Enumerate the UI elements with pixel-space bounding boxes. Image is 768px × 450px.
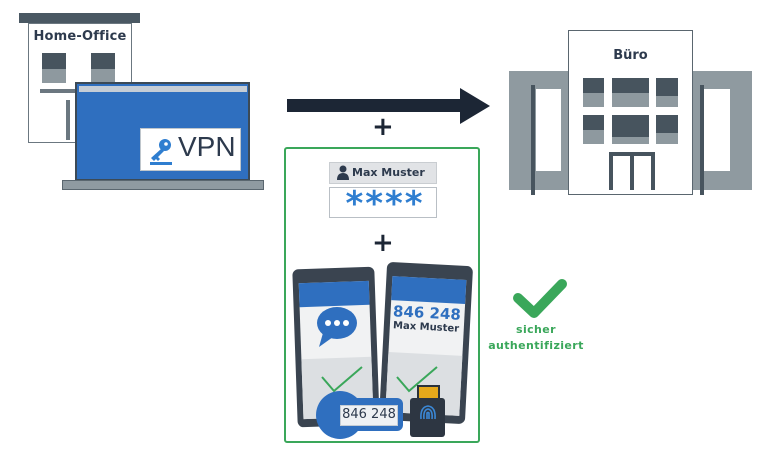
checkmark-icon	[513, 279, 567, 318]
home-office-door	[66, 100, 70, 140]
fingerprint-icon	[420, 405, 436, 420]
laptop-base	[62, 180, 264, 190]
user-icon	[337, 165, 349, 180]
auth-status-line2: authentifiziert	[488, 339, 584, 352]
office-door-divider	[630, 152, 634, 190]
plus-icon: +	[372, 228, 394, 258]
office-wing-pillar	[700, 85, 704, 195]
checkmark-icon	[396, 366, 438, 393]
office-wing-window	[703, 89, 730, 171]
username-field	[329, 162, 437, 184]
home-office-window	[91, 53, 115, 83]
office-window	[583, 78, 604, 107]
office-label: Büro	[613, 48, 648, 63]
office-window	[612, 115, 649, 144]
office-window	[583, 115, 604, 144]
arrow-head-icon	[460, 88, 490, 124]
chat-bubble-icon	[317, 307, 357, 347]
vpn-label: VPN	[178, 131, 236, 162]
office-wing-window	[536, 89, 561, 171]
token-display	[340, 405, 398, 426]
home-office-roof	[19, 13, 140, 23]
office-window	[612, 78, 649, 107]
arrow-right-icon	[287, 99, 467, 112]
laptop-titlebar	[79, 86, 247, 92]
auth-status-line1: sicher	[516, 323, 556, 336]
home-office-ledge	[40, 89, 80, 93]
auth-factors-box	[284, 147, 480, 443]
plus-icon: +	[372, 112, 394, 142]
password-mask: ****	[345, 184, 425, 224]
office-wing-pillar	[531, 85, 535, 195]
password-field	[329, 187, 437, 218]
token-code: 846 248	[342, 407, 396, 422]
auth-status: sicher authentifiziert	[486, 322, 586, 354]
home-office-label: Home-Office	[33, 29, 127, 44]
key-icon	[150, 139, 172, 165]
username-value: Max Muster	[352, 166, 425, 179]
home-office-window	[42, 53, 66, 83]
office-window	[656, 115, 678, 144]
office-window	[656, 78, 678, 107]
